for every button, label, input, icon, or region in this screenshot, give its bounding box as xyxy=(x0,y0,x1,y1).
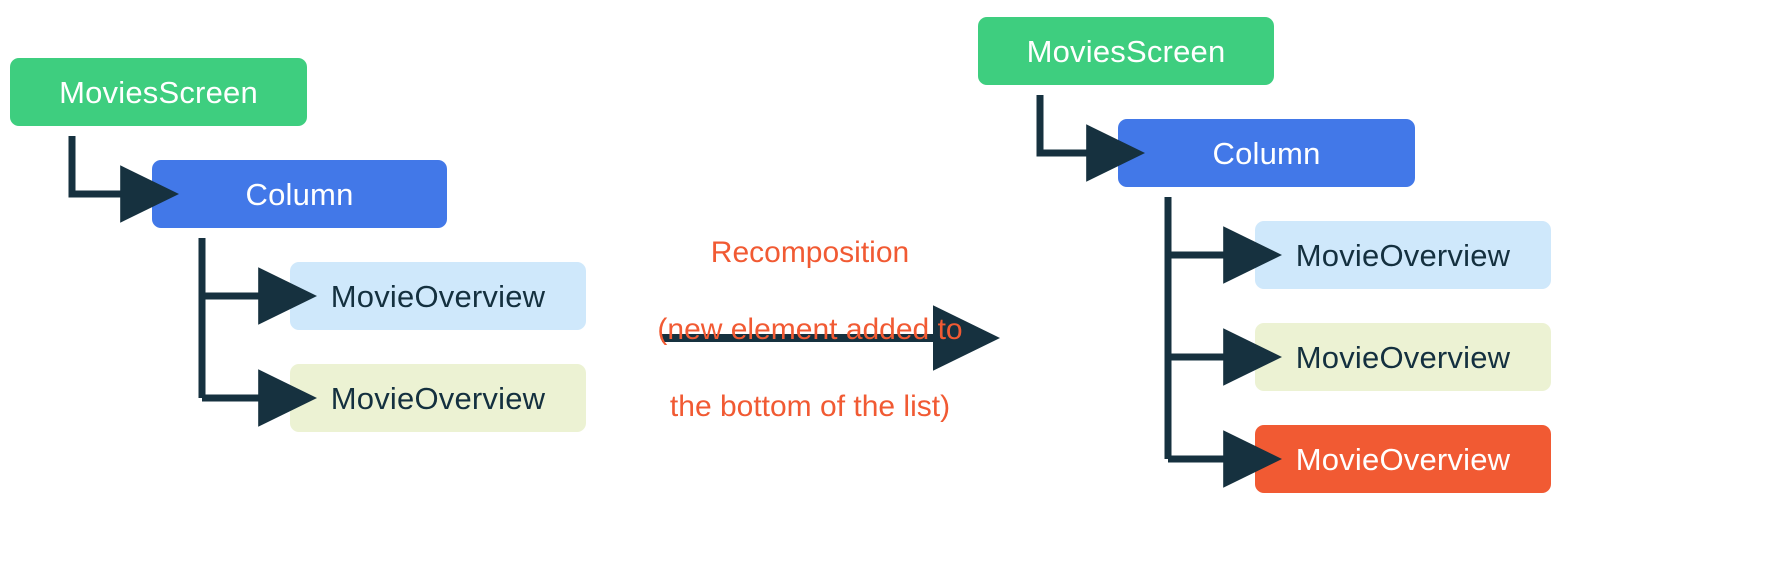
before-node-movieoverview-2: MovieOverview xyxy=(290,364,586,432)
after-node-movieoverview-1: MovieOverview xyxy=(1255,221,1551,289)
before-node-movieoverview-1: MovieOverview xyxy=(290,262,586,330)
after-edge-column-to-children xyxy=(1164,197,1283,488)
before-edge-screen-to-column xyxy=(68,136,180,223)
before-edge-column-to-children xyxy=(198,238,318,427)
transition-label-line-3: the bottom of the list) xyxy=(669,389,951,423)
transition-label-line-1: Recomposition xyxy=(710,236,910,270)
after-node-movieoverview-3-new: MovieOverview xyxy=(1255,425,1551,493)
after-edge-screen-to-column xyxy=(1036,95,1146,182)
transition-label: Recomposition (new element added to the … xyxy=(630,196,990,465)
after-node-column: Column xyxy=(1118,119,1415,187)
before-node-moviesscreen: MoviesScreen xyxy=(10,58,307,126)
after-node-moviesscreen: MoviesScreen xyxy=(978,17,1274,85)
after-node-movieoverview-2: MovieOverview xyxy=(1255,323,1551,391)
transition-label-line-2: (new element added to xyxy=(657,313,963,347)
before-node-column: Column xyxy=(152,160,447,228)
